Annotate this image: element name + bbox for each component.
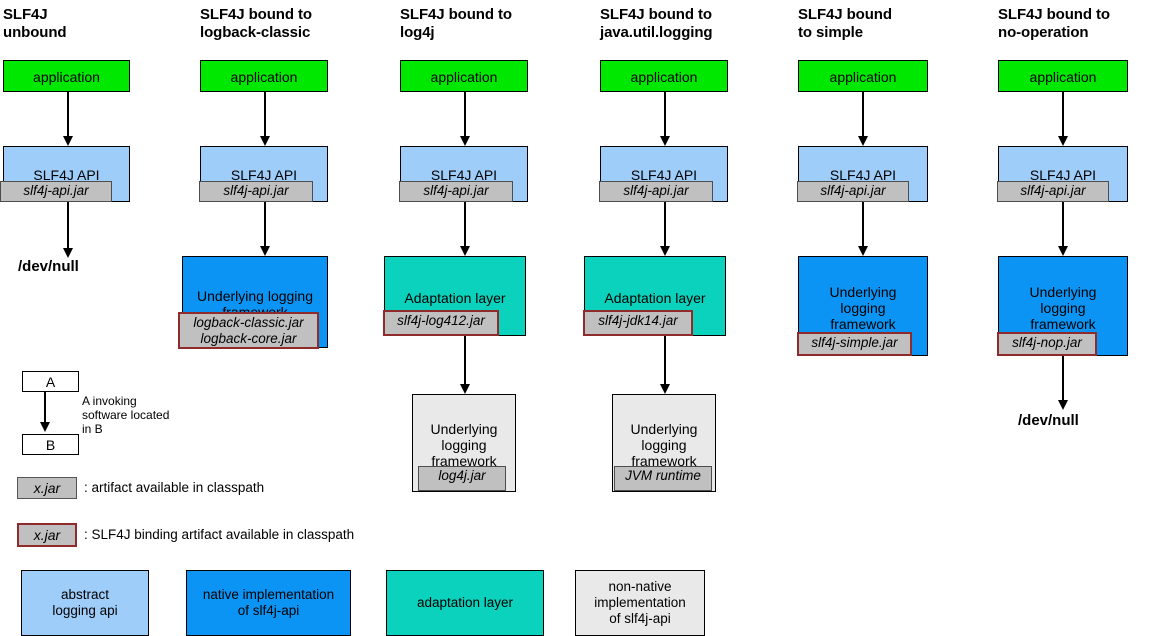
arrow-head (39, 422, 50, 432)
jar-chip-slf4j-jdk14-jar: slf4j-jdk14.jar (583, 310, 693, 336)
node-label: application (829, 69, 897, 85)
node-label: Underlying logging framework (630, 421, 698, 469)
arrow-head (459, 246, 470, 256)
arrow-shaft (664, 92, 666, 137)
arrow-shaft (1062, 92, 1064, 137)
jar-chip-jvm-runtime: JVM runtime (614, 466, 712, 491)
node-application-col2: application (400, 60, 528, 92)
jar-chip-slf4j-api-jar: slf4j-api.jar (797, 181, 909, 202)
node-application-col3: application (600, 60, 728, 92)
arrow-head (659, 136, 670, 146)
column-title-0: SLF4J unbound (3, 6, 67, 41)
column-title-2: SLF4J bound to log4j (400, 6, 512, 41)
node-label: application (230, 69, 298, 85)
node-label: SLF4J API (630, 167, 698, 183)
legend-artifact-text: : artifact available in classpath (84, 480, 265, 495)
node-label: application (1029, 69, 1097, 85)
jar-chip-slf4j-log412-jar: slf4j-log412.jar (383, 310, 499, 336)
node-label: Underlying logging framework (430, 421, 498, 469)
node-label: SLF4J API (33, 167, 100, 183)
jar-chip-slf4j-api-jar: slf4j-api.jar (399, 181, 513, 202)
legend-box-b: B (22, 434, 79, 455)
node-label: SLF4J API (1029, 167, 1097, 183)
jar-chip-logback-classic-jar: logback-classic.jar logback-core.jar (178, 312, 319, 349)
column-title-4: SLF4J bound to simple (798, 6, 892, 41)
arrow-shaft (464, 336, 466, 385)
legend-key-non-native-impl: non-native implementation of slf4j-api (575, 570, 705, 636)
legend-key-abstract-api: abstract logging api (21, 570, 149, 636)
arrow-head (857, 246, 868, 256)
column-title-5: SLF4J bound to no-operation (998, 6, 1110, 41)
jar-chip-slf4j-api-jar: slf4j-api.jar (199, 181, 313, 202)
arrow-shaft (264, 92, 266, 137)
legend-key-native-impl: native implementation of slf4j-api (186, 570, 351, 636)
arrow-shaft (264, 202, 266, 247)
jar-chip-log4j-jar: log4j.jar (418, 466, 506, 491)
arrow-head (459, 136, 470, 146)
column-title-3: SLF4J bound to java.util.logging (600, 6, 713, 41)
arrow-shaft (862, 202, 864, 247)
arrow-head (62, 136, 73, 146)
jar-chip-slf4j-nop-jar: slf4j-nop.jar (997, 332, 1097, 356)
arrow-shaft (1062, 356, 1064, 401)
jar-chip-slf4j-api-jar: slf4j-api.jar (997, 181, 1109, 202)
node-label: application (33, 69, 100, 85)
node-label: application (430, 69, 498, 85)
arrow-head (659, 384, 670, 394)
column-title-1: SLF4J bound to logback-classic (200, 6, 312, 41)
arrow-shaft (67, 92, 69, 137)
node-application-col0: application (3, 60, 130, 92)
arrow-head (1057, 136, 1068, 146)
terminal-dev-null-col0: /dev/null (18, 258, 79, 275)
arrow-shaft (464, 92, 466, 137)
arrow-head (857, 136, 868, 146)
node-application-col1: application (200, 60, 328, 92)
node-label: SLF4J API (829, 167, 897, 183)
legend-chip-binding-artifact: x.jar (17, 523, 77, 547)
arrow-head (259, 136, 270, 146)
node-label: SLF4J API (430, 167, 498, 183)
node-application-col4: application (798, 60, 928, 92)
legend-key-adaptation: adaptation layer (386, 570, 544, 636)
legend-invocation-text: A invoking software located in B (82, 394, 170, 436)
arrow-head (1057, 246, 1068, 256)
arrow-shaft (464, 202, 466, 247)
legend-chip-artifact: x.jar (17, 477, 77, 499)
node-label: application (630, 69, 698, 85)
jar-chip-slf4j-api-jar: slf4j-api.jar (599, 181, 713, 202)
arrow-head (259, 246, 270, 256)
arrow-head (1057, 400, 1068, 410)
node-label: Underlying logging framework (1029, 284, 1097, 332)
node-application-col5: application (998, 60, 1128, 92)
legend-binding-artifact-text: : SLF4J binding artifact available in cl… (84, 527, 355, 542)
arrow-shaft (664, 336, 666, 385)
arrow-shaft (44, 392, 46, 423)
arrow-head (62, 248, 73, 258)
arrow-head (459, 384, 470, 394)
node-label: Adaptation layer (604, 290, 706, 306)
arrow-shaft (862, 92, 864, 137)
arrow-shaft (67, 202, 69, 249)
jar-chip-slf4j-simple-jar: slf4j-simple.jar (797, 332, 912, 356)
node-label: Underlying logging framework (829, 284, 897, 332)
arrow-shaft (664, 202, 666, 247)
terminal-dev-null-col5: /dev/null (1018, 412, 1079, 429)
arrow-shaft (1062, 202, 1064, 247)
legend-box-a: A (22, 371, 79, 392)
jar-chip-slf4j-api-jar: slf4j-api.jar (0, 181, 112, 202)
arrow-head (659, 246, 670, 256)
node-label: SLF4J API (230, 167, 298, 183)
node-label: Adaptation layer (404, 290, 506, 306)
